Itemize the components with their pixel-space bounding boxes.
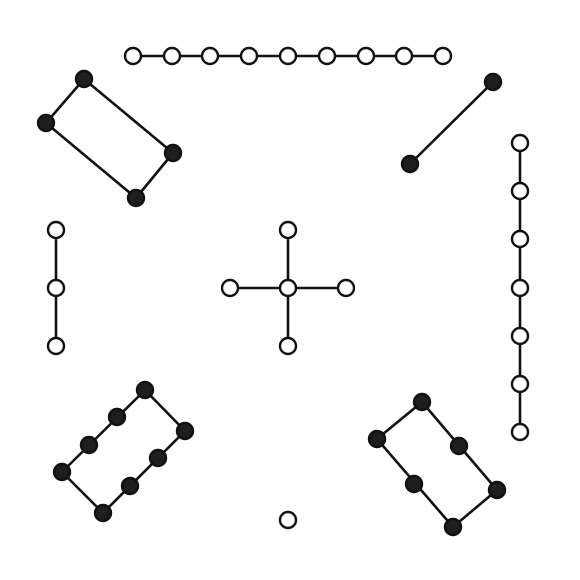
- lower-left-rectangle-filled-dot-1: [135, 380, 155, 400]
- center-cross-open-dot-2: [220, 278, 240, 298]
- right-column-open-dot-1: [510, 133, 530, 153]
- upper-left-rectangle-filled-dot-4: [36, 113, 56, 133]
- dots-layer: [36, 46, 530, 537]
- lower-left-rectangle-filled-dot-7: [120, 476, 140, 496]
- right-column-open-dot-4: [510, 278, 530, 298]
- lower-left-rectangle-filled-dot-5: [175, 421, 195, 441]
- lower-right-rectangle-filled-dot-4: [404, 474, 424, 494]
- center-cross-open-dot-5: [278, 336, 298, 356]
- top-row-open-dot-8: [394, 46, 414, 66]
- lower-right-rectangle-filled-group: [367, 392, 507, 537]
- lower-left-rectangle-filled-edge-3: [143, 388, 187, 433]
- right-column-open-dot-6: [510, 374, 530, 394]
- top-row-open-dot-7: [356, 46, 376, 66]
- top-row-open-group: [123, 46, 453, 66]
- left-column-open-dot-1: [46, 220, 66, 240]
- lower-left-rectangle-filled-edge-2: [101, 429, 187, 515]
- upper-left-rectangle-filled-group: [36, 69, 183, 208]
- bottom-single-open-group: [278, 510, 298, 530]
- right-column-open-dot-2: [510, 181, 530, 201]
- lower-left-rectangle-filled-edge-4: [60, 470, 105, 515]
- lower-left-rectangle-filled-dot-8: [93, 503, 113, 523]
- left-column-open-group: [46, 220, 66, 356]
- top-row-open-dot-3: [200, 46, 220, 66]
- upper-right-segment-filled-edge-1: [408, 80, 495, 166]
- upper-right-segment-filled-dot-1: [483, 72, 503, 92]
- top-row-open-dot-1: [123, 46, 143, 66]
- left-column-open-dot-2: [46, 278, 66, 298]
- lower-left-rectangle-filled-edge-1: [60, 388, 147, 474]
- lower-left-rectangle-filled-group: [52, 380, 195, 523]
- upper-left-rectangle-filled-dot-3: [126, 188, 146, 208]
- lower-left-rectangle-filled-dot-6: [148, 448, 168, 468]
- lower-left-rectangle-filled-dot-2: [107, 407, 127, 427]
- upper-left-rectangle-filled-dot-1: [74, 69, 94, 89]
- center-cross-open-dot-3: [278, 278, 298, 298]
- top-row-open-dot-5: [278, 46, 298, 66]
- lower-right-rectangle-filled-dot-6: [443, 517, 463, 537]
- upper-left-rectangle-filled-dot-2: [163, 143, 183, 163]
- top-row-open-dot-4: [239, 46, 259, 66]
- center-cross-open-dot-1: [278, 220, 298, 240]
- lower-right-rectangle-filled-dot-3: [449, 436, 469, 456]
- right-column-open-dot-5: [510, 326, 530, 346]
- upper-left-rectangle-filled-edge-4: [44, 77, 86, 125]
- lower-right-rectangle-filled-dot-1: [412, 392, 432, 412]
- center-cross-open-dot-4: [336, 278, 356, 298]
- upper-right-segment-filled-group: [400, 72, 503, 174]
- lower-left-rectangle-filled-dot-4: [52, 462, 72, 482]
- upper-left-rectangle-filled-edge-1: [82, 77, 175, 155]
- bottom-single-open-dot-1: [278, 510, 298, 530]
- right-column-open-group: [510, 133, 530, 442]
- lower-right-rectangle-filled-edge-1: [375, 400, 424, 441]
- upper-right-segment-filled-dot-2: [400, 154, 420, 174]
- upper-left-rectangle-filled-edge-3: [44, 121, 138, 200]
- lower-left-rectangle-filled-dot-3: [79, 435, 99, 455]
- lower-right-rectangle-filled-dot-2: [367, 429, 387, 449]
- right-column-open-dot-7: [510, 422, 530, 442]
- upper-left-rectangle-filled-edge-2: [134, 151, 175, 200]
- top-row-open-dot-2: [162, 46, 182, 66]
- top-row-open-dot-6: [317, 46, 337, 66]
- top-row-open-dot-9: [433, 46, 453, 66]
- center-cross-open-group: [220, 220, 356, 356]
- right-column-open-dot-3: [510, 229, 530, 249]
- left-column-open-dot-3: [46, 336, 66, 356]
- lower-right-rectangle-filled-edge-4: [451, 488, 499, 529]
- lower-right-rectangle-filled-dot-5: [487, 480, 507, 500]
